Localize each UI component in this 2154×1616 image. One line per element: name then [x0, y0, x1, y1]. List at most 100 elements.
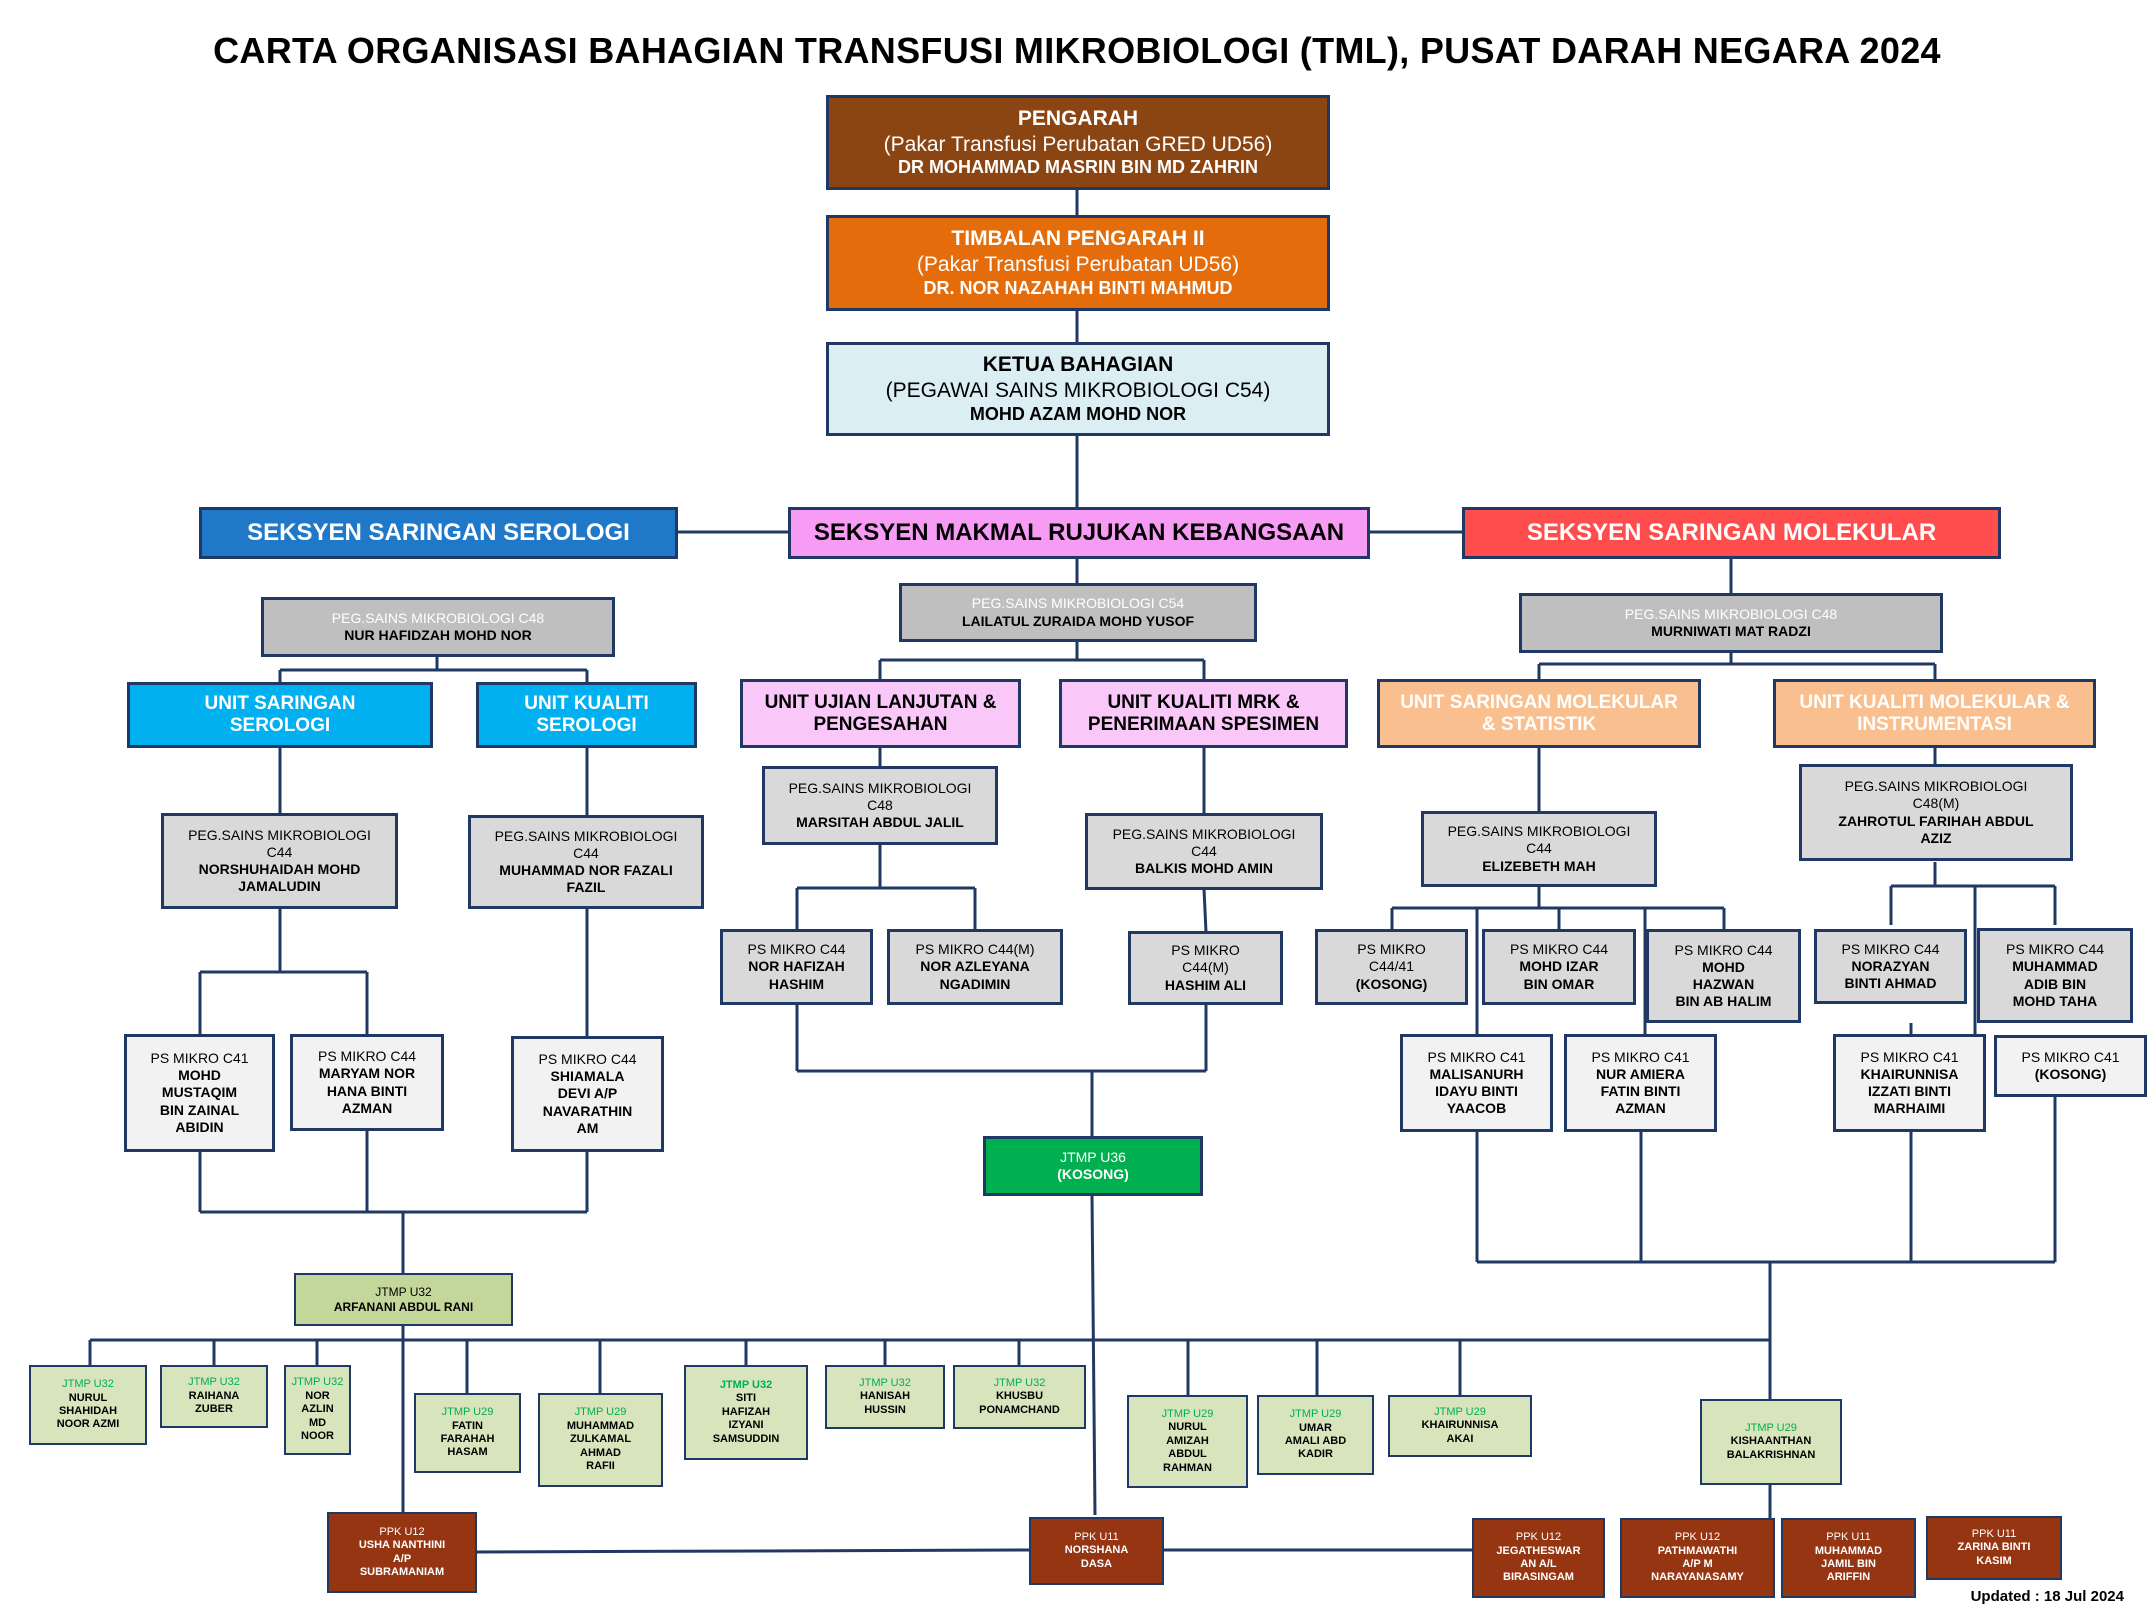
ps-name: NUR AMIERA [1596, 1065, 1685, 1082]
unit-kualiti-serologi-l2: SEROLOGI [536, 715, 637, 736]
jtmp-name: RAIHANA [188, 1389, 240, 1402]
jtmp-name: FATIN [452, 1419, 483, 1432]
jtmp-staff: JTMP U32 RAIHANA ZUBER [160, 1365, 268, 1428]
ps-grade: PS MIKRO C44 [747, 941, 846, 958]
head-makmal-grade: PEG.SAINS MIKROBIOLOGI C54 [971, 595, 1185, 612]
ketua-title: KETUA BAHAGIAN [982, 353, 1174, 377]
ps-name: (KOSONG) [1355, 975, 1428, 992]
ps-name: (KOSONG) [2034, 1066, 2107, 1082]
ppk-grade: PPK U11 [1074, 1530, 1119, 1543]
ps-name: MARHAIMI [1873, 1100, 1946, 1117]
ppk-staff: PPK U11 NORSHANA DASA [1029, 1517, 1164, 1585]
unit-kualiti-serologi-l1: UNIT KUALITI [524, 693, 649, 715]
unit-kualiti-molekular-l1: UNIT KUALITI MOLEKULAR & [1799, 691, 2070, 713]
timbalan-title: TIMBALAN PENGARAH II [951, 227, 1205, 251]
jtmp-name: AHMAD [580, 1446, 621, 1459]
unit-kualiti-molekular-l2: INSTRUMENTASI [1857, 713, 2012, 735]
ketua-name: MOHD AZAM MOHD NOR [969, 403, 1187, 424]
ppk-name: NARAYANASAMY [1651, 1571, 1744, 1584]
officer-grade: PEG.SAINS MIKROBIOLOGI [1447, 823, 1631, 840]
jtmp-name: BALAKRISHNAN [1726, 1448, 1816, 1461]
unit-saringan-molekular: UNIT SARINGAN MOLEKULAR & STATISTIK [1377, 679, 1701, 748]
unit-ujian-lanjutan-l1: UNIT UJIAN LANJUTAN & [764, 691, 997, 713]
ps-grade: PS MIKRO [1171, 942, 1240, 959]
ps-kosong-c41: PS MIKRO C41 (KOSONG) [1994, 1035, 2147, 1097]
ppk-staff: PPK U11 MUHAMMAD JAMIL BIN ARIFFIN [1781, 1518, 1916, 1598]
ps-grade: PS MIKRO C44(M) [915, 941, 1035, 958]
jtmp-name: NURUL [68, 1391, 108, 1404]
ps-malisanurh: PS MIKRO C41 MALISANURH IDAYU BINTI YAAC… [1400, 1034, 1553, 1132]
ps-grade: PS MIKRO C44 [538, 1051, 637, 1068]
jtmp-staff: JTMP U32 NURUL SHAHIDAH NOOR AZMI [29, 1365, 147, 1445]
head-serologi-grade: PEG.SAINS MIKROBIOLOGI C48 [331, 609, 545, 626]
ps-grade: PS MIKRO C44 [2005, 941, 2105, 958]
section-molekular-label: SEKSYEN SARINGAN MOLEKULAR [1526, 519, 1937, 547]
ps-name: SHIAMALA [550, 1068, 625, 1085]
ps-name: FATIN BINTI [1600, 1083, 1681, 1099]
jtmp-name: HASAM [447, 1446, 488, 1459]
ppk-staff: PPK U11 ZARINA BINTI KASIM [1926, 1516, 2062, 1580]
unit-ujian-lanjutan: UNIT UJIAN LANJUTAN & PENGESAHAN [740, 679, 1021, 748]
ppk-name: DASA [1080, 1557, 1113, 1570]
officer-name: ZAHROTUL FARIHAH ABDUL [1838, 812, 2034, 829]
jtmp-grade: JTMP U32 [993, 1376, 1046, 1389]
ps-name: MALISANURH [1429, 1065, 1524, 1082]
ppk-name: MUHAMMAD [1814, 1544, 1883, 1557]
updated-date: Updated : 18 Jul 2024 [1970, 1588, 2124, 1605]
jtmp-grade: JTMP U32 [188, 1376, 240, 1389]
ps-name: AM [576, 1119, 599, 1136]
ps-name: IZZATI BINTI [1868, 1083, 1951, 1099]
ps-hafizah: PS MIKRO C44 NOR HAFIZAH HASHIM [720, 929, 873, 1005]
timbalan-name: DR. NOR NAZAHAH BINTI MAHMUD [923, 277, 1233, 298]
ps-name: NGADIMIN [939, 975, 1011, 992]
jtmp-name: MUHAMMAD [566, 1419, 635, 1432]
officer-grade: C48(M) [1912, 795, 1960, 812]
jtmp-name: AKAI [1446, 1432, 1474, 1445]
officer-name: NORSHUHAIDAH MOHD [198, 861, 361, 877]
jtmp-grade: JTMP U32 [375, 1284, 432, 1299]
ps-maryam: PS MIKRO C44 MARYAM NOR HANA BINTI AZMAN [290, 1034, 444, 1131]
officer-name: BALKIS MOHD AMIN [1135, 860, 1273, 877]
jtmp-name: SAMSUDDIN [712, 1432, 780, 1445]
ps-grade: PS MIKRO [1357, 941, 1426, 958]
ppk-grade: PPK U12 [1515, 1531, 1562, 1544]
ps-grade: PS MIKRO C41 [2021, 1048, 2120, 1065]
jtmp-name: AMALI ABD [1284, 1435, 1347, 1447]
jtmp-grade: JTMP U32 [291, 1376, 344, 1389]
ps-azleyana: PS MIKRO C44(M) NOR AZLEYANA NGADIMIN [887, 929, 1063, 1005]
ps-name: NORAZYAN [1851, 957, 1930, 974]
jtmp-name: PONAMCHAND [979, 1403, 1060, 1416]
jtmp-staff: JTMP U29 MUHAMMAD ZULKAMAL AHMAD RAFII [538, 1393, 663, 1487]
jtmp-staff: JTMP U29 UMAR AMALI ABD KADIR [1257, 1395, 1374, 1475]
jtmp-grade: JTMP U29 [574, 1406, 627, 1419]
jtmp-name: HANISAH [859, 1390, 911, 1403]
jtmp-name: NOOR [301, 1430, 334, 1443]
officer-name: MARSITAH ABDUL JALIL [796, 814, 964, 831]
ps-name: NOR HAFIZAH [748, 958, 845, 975]
ppk-name: PATHMAWATHI [1657, 1544, 1738, 1557]
officer-grade: C44 [1191, 842, 1217, 859]
jtmp-staff: JTMP U32 KHUSBU PONAMCHAND [953, 1365, 1086, 1429]
jtmp-u32-head: JTMP U32 ARFANANI ABDUL RANI [294, 1273, 513, 1326]
jtmp-staff: JTMP U32 SITI HAFIZAH IZYANI SAMSUDDIN [684, 1365, 808, 1460]
officer-zahrotul: PEG.SAINS MIKROBIOLOGI C48(M) ZAHROTUL F… [1799, 764, 2073, 861]
head-makmal: PEG.SAINS MIKROBIOLOGI C54 LAILATUL ZURA… [899, 583, 1257, 642]
section-serologi-label: SEKSYEN SARINGAN SEROLOGI [247, 519, 630, 547]
jtmp-name: HAFIZAH [721, 1405, 771, 1418]
section-serologi: SEKSYEN SARINGAN SEROLOGI [199, 507, 678, 559]
ps-name: HANA BINTI [326, 1082, 408, 1099]
ppk-name: BIRASINGAM [1503, 1571, 1574, 1584]
jtmp-grade: JTMP U36 [1060, 1148, 1126, 1165]
officer-grade: PEG.SAINS MIKROBIOLOGI [788, 779, 972, 796]
officer-marsitah: PEG.SAINS MIKROBIOLOGI C48 MARSITAH ABDU… [762, 766, 998, 845]
ps-name: ADIB BIN [2023, 975, 2087, 992]
ps-grade: PS MIKRO C41 [1860, 1048, 1959, 1065]
head-serologi: PEG.SAINS MIKROBIOLOGI C48 NUR HAFIDZAH … [261, 597, 615, 657]
jtmp-name: HUSSIN [864, 1403, 906, 1416]
jtmp-name: KHUSBU [995, 1390, 1044, 1403]
ppk-name: A/P [392, 1552, 412, 1565]
ps-khairunnisa: PS MIKRO C41 KHAIRUNNISA IZZATI BINTI MA… [1833, 1034, 1986, 1132]
ps-name: NAVARATHIN [542, 1102, 633, 1119]
jtmp-name: ZUBER [195, 1403, 233, 1416]
